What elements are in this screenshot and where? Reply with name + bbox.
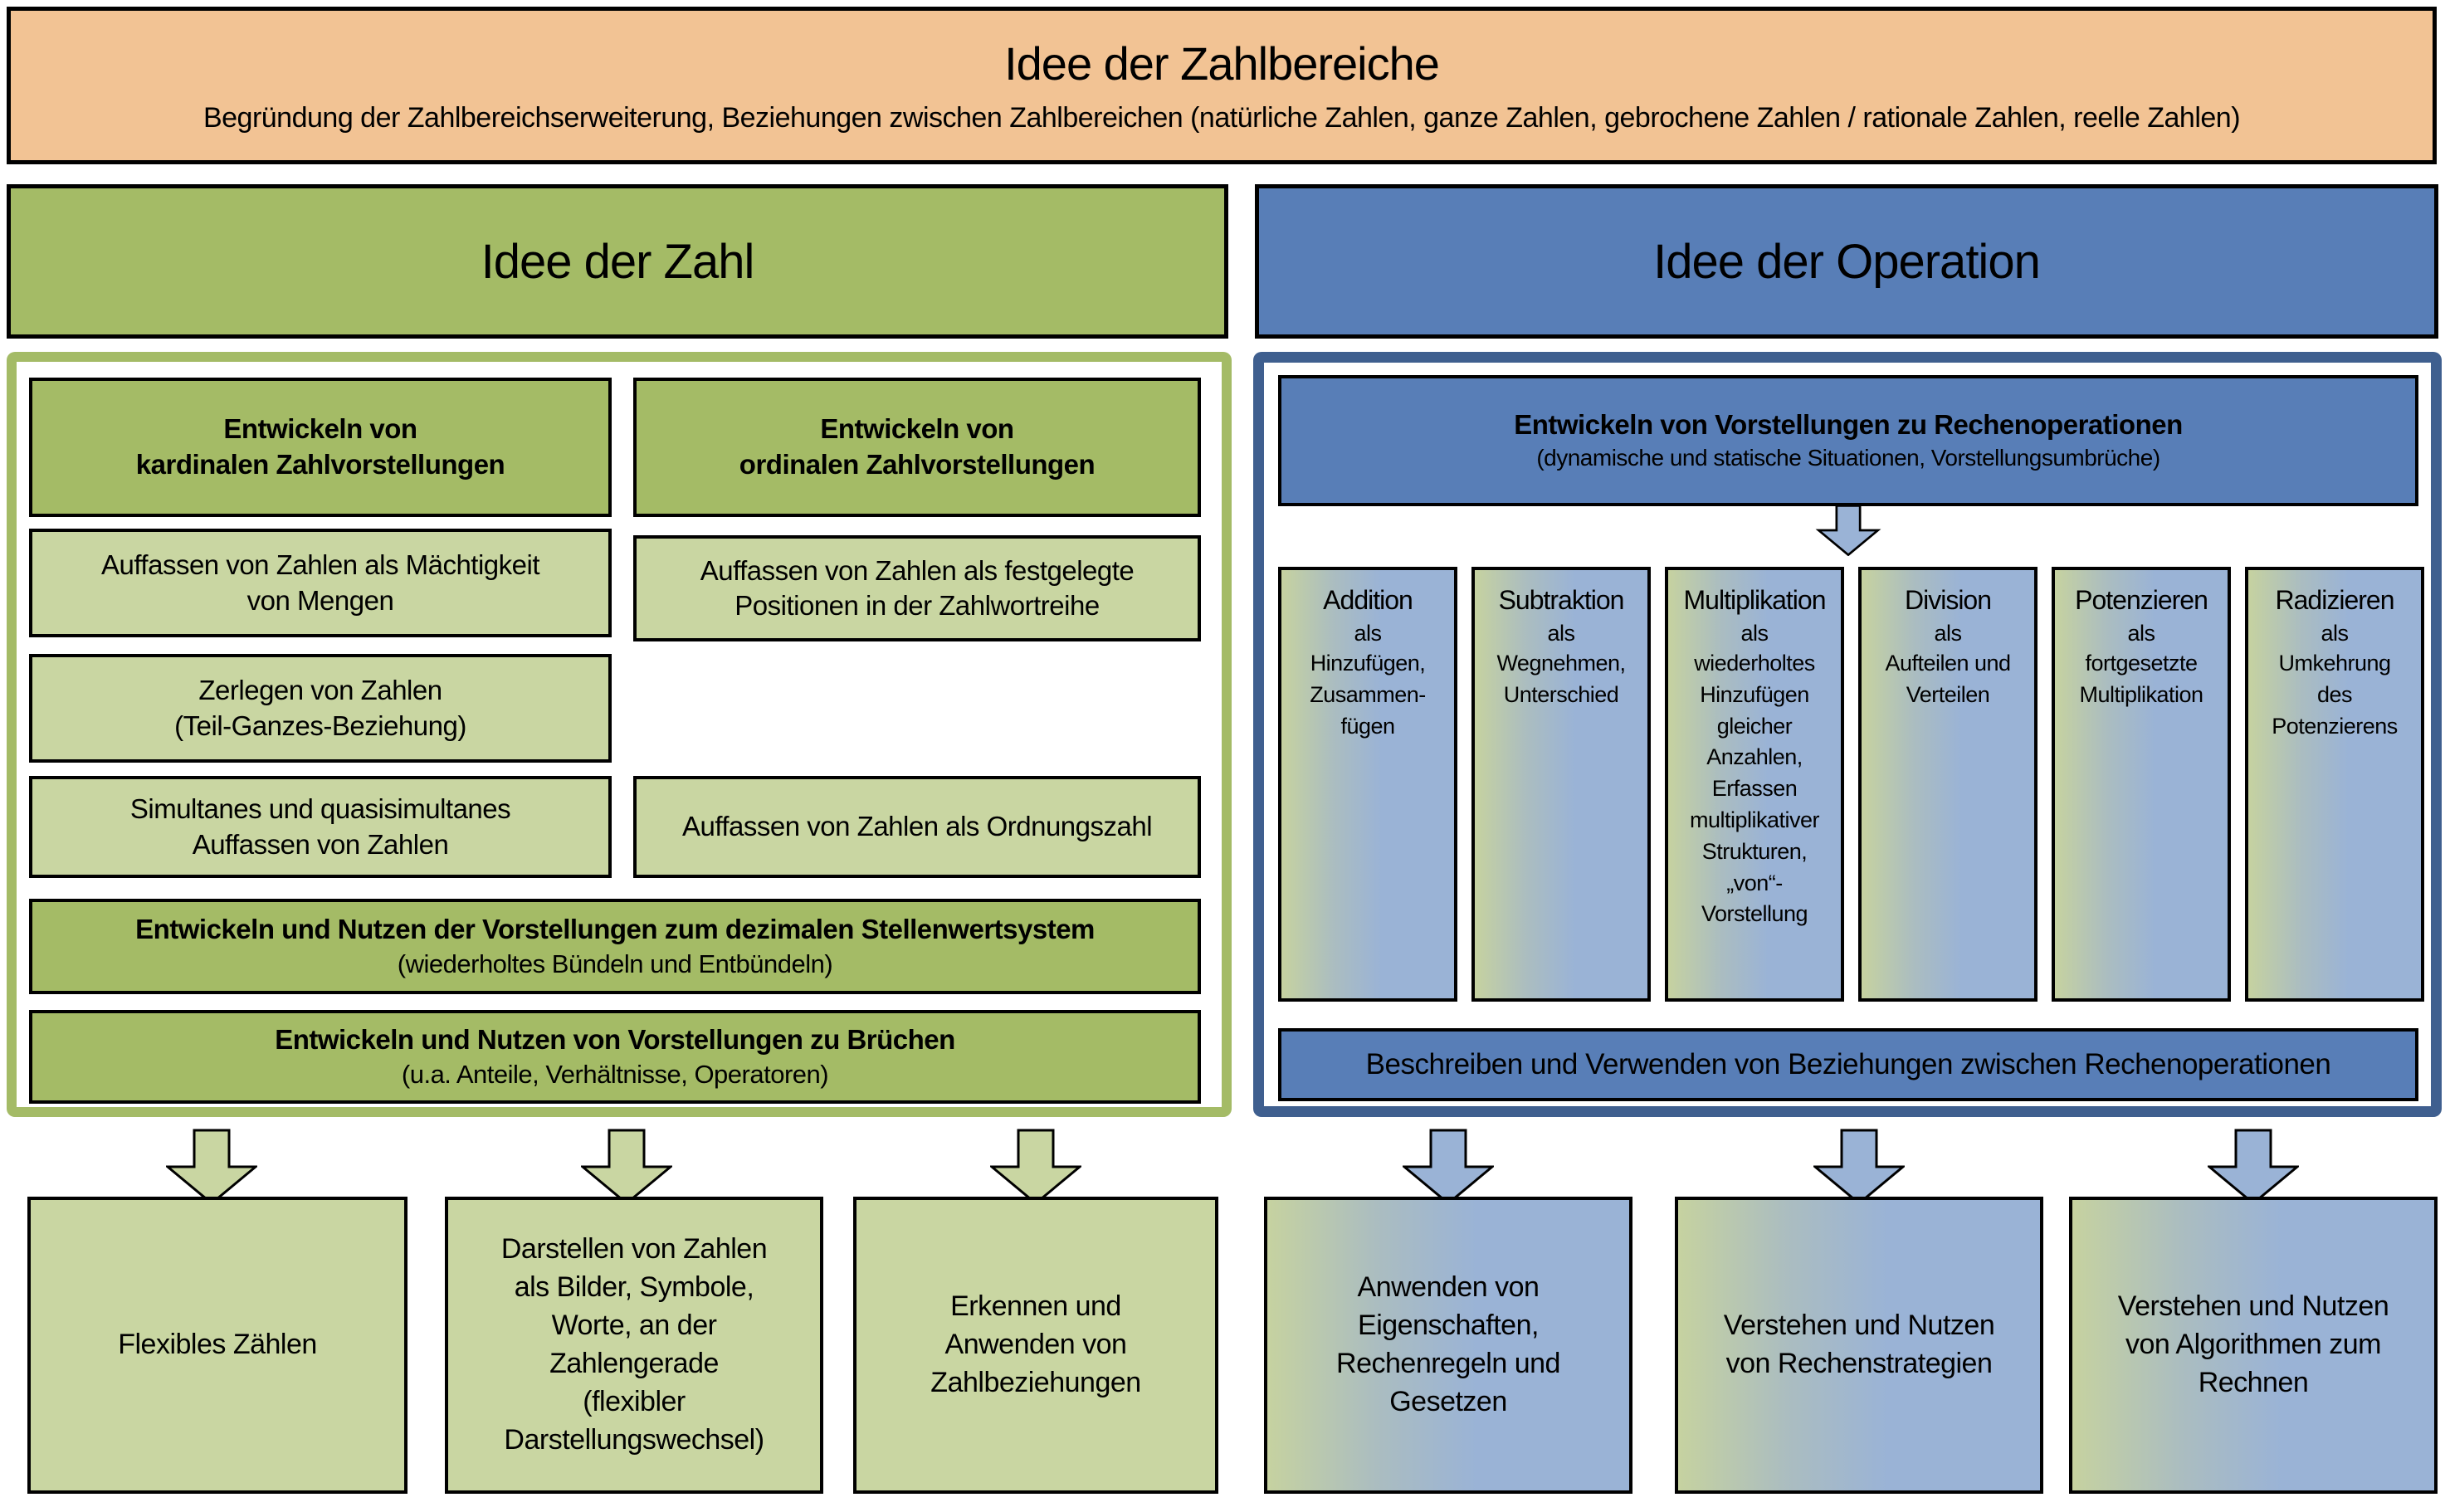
outcome-rechenstrategien: Verstehen und Nutzen von Rechenstrategie…: [1675, 1197, 2043, 1494]
box-stellenwertsystem-sub: (wiederholtes Bündeln und Entbündeln): [397, 949, 833, 978]
box-beziehungen-label: Beschreiben und Verwenden von Beziehunge…: [1365, 1048, 2331, 1080]
box-zerlegen-label: Zerlegen von Zahlen (Teil-Ganzes-Beziehu…: [174, 675, 466, 741]
outcome-flexibles-zaehlen-label: Flexibles Zählen: [118, 1329, 317, 1361]
box-positionen-zahlwortreihe: Auffassen von Zahlen als festgelegte Pos…: [633, 535, 1201, 641]
opcol-potenzieren: Potenzieren als fortgesetzte Multiplikat…: [2052, 567, 2231, 1002]
outcome-rechenstrategien-label: Verstehen und Nutzen von Rechenstrategie…: [1723, 1310, 1995, 1379]
down-arrow-icon: [166, 1129, 257, 1205]
box-stellenwertsystem-title: Entwickeln und Nutzen der Vorstellungen …: [135, 913, 1095, 944]
header-idee-der-zahl: Idee der Zahl: [7, 184, 1228, 339]
header-idee-der-zahl-label: Idee der Zahl: [481, 234, 755, 289]
header-idee-der-operation: Idee der Operation: [1255, 184, 2438, 339]
opcol-multiplikation-als: als: [1740, 620, 1769, 646]
down-arrow-icon: [1403, 1129, 1494, 1205]
box-ordnungszahl-label: Auffassen von Zahlen als Ordnungszahl: [681, 811, 1153, 842]
box-brueche-sub: (u.a. Anteile, Verhältnisse, Operatoren): [401, 1059, 829, 1089]
down-arrow-icon: [990, 1129, 1081, 1205]
opcol-subtraktion-als: als: [1547, 620, 1575, 646]
opcol-subtraktion-desc: Wegnehmen, Unterschied: [1496, 651, 1626, 707]
outcome-zahlbeziehungen-label: Erkennen und Anwenden von Zahlbeziehunge…: [930, 1290, 1141, 1398]
outcome-eigenschaften-rechenregeln: Anwenden von Eigenschaften, Rechenregeln…: [1264, 1197, 1632, 1494]
opcol-addition-title: Addition: [1323, 585, 1413, 615]
box-zerlegen: Zerlegen von Zahlen (Teil-Ganzes-Beziehu…: [29, 654, 612, 763]
box-rechenoperationen-title: Entwickeln von Vorstellungen zu Rechenop…: [1514, 409, 2183, 441]
box-kardinale-zahlvorstellungen: Entwickeln von kardinalen Zahlvorstellun…: [29, 378, 612, 517]
opcol-radizieren-desc: Umkehrung des Potenzierens: [2272, 651, 2398, 739]
box-brueche: Entwickeln und Nutzen von Vorstellungen …: [29, 1010, 1201, 1104]
down-arrow-icon: [1815, 505, 1881, 556]
opcol-multiplikation-title: Multiplikation: [1683, 585, 1827, 615]
banner-subtitle: Begründung der Zahlbereichserweiterung, …: [203, 102, 2241, 134]
outcome-algorithmen: Verstehen und Nutzen von Algorithmen zum…: [2069, 1197, 2438, 1494]
box-positionen-label: Auffassen von Zahlen als festgelegte Pos…: [700, 554, 1135, 621]
box-beziehungen-rechenoperationen: Beschreiben und Verwenden von Beziehunge…: [1278, 1028, 2418, 1101]
opcol-division: Division als Aufteilen und Verteilen: [1858, 567, 2038, 1002]
opcol-radizieren-title: Radizieren: [2275, 585, 2395, 615]
opcol-multiplikation-desc: wiederholtes Hinzufügen gleicher Anzahle…: [1689, 651, 1820, 927]
opcol-division-title: Division: [1904, 585, 1992, 615]
box-maechtigkeit: Auffassen von Zahlen als Mächtigkeit von…: [29, 529, 612, 637]
outcome-algorithmen-label: Verstehen und Nutzen von Algorithmen zum…: [2117, 1290, 2389, 1398]
box-ordnungszahl: Auffassen von Zahlen als Ordnungszahl: [633, 776, 1201, 878]
opcol-subtraktion: Subtraktion als Wegnehmen, Unterschied: [1471, 567, 1651, 1002]
opcol-division-als: als: [1934, 620, 1962, 646]
down-arrow-icon: [1813, 1129, 1905, 1205]
box-simultanes-auffassen: Simultanes und quasisimultanes Auffassen…: [29, 776, 612, 878]
opcol-potenzieren-title: Potenzieren: [2075, 585, 2208, 615]
box-rechenoperationen: Entwickeln von Vorstellungen zu Rechenop…: [1278, 375, 2418, 506]
down-arrow-icon: [581, 1129, 672, 1205]
outcome-darstellen-label: Darstellen von Zahlen als Bilder, Symbol…: [500, 1233, 768, 1456]
banner-title: Idee der Zahlbereiche: [1004, 37, 1440, 90]
opcol-radizieren-als: als: [2321, 620, 2349, 646]
header-idee-der-operation-label: Idee der Operation: [1653, 234, 2041, 289]
outcome-darstellen-von-zahlen: Darstellen von Zahlen als Bilder, Symbol…: [445, 1197, 823, 1494]
outcome-flexibles-zaehlen: Flexibles Zählen: [27, 1197, 408, 1494]
outcome-zahlbeziehungen: Erkennen und Anwenden von Zahlbeziehunge…: [853, 1197, 1218, 1494]
box-brueche-title: Entwickeln und Nutzen von Vorstellungen …: [275, 1023, 955, 1055]
box-kardinale-label: Entwickeln von kardinalen Zahlvorstellun…: [135, 413, 505, 480]
opcol-division-desc: Aufteilen und Verteilen: [1885, 651, 2011, 707]
box-ordinale-label: Entwickeln von ordinalen Zahlvorstellung…: [739, 413, 1096, 480]
opcol-potenzieren-desc: fortgesetzte Multiplikation: [2079, 651, 2203, 707]
opcol-addition-desc: Hinzufügen, Zusammen- fügen: [1310, 651, 1426, 739]
box-stellenwertsystem: Entwickeln und Nutzen der Vorstellungen …: [29, 899, 1201, 994]
box-ordinale-zahlvorstellungen: Entwickeln von ordinalen Zahlvorstellung…: [633, 378, 1201, 517]
opcol-potenzieren-als: als: [2127, 620, 2155, 646]
box-rechenoperationen-sub: (dynamische und statische Situationen, V…: [1536, 445, 2160, 471]
opcol-subtraktion-title: Subtraktion: [1498, 585, 1625, 615]
banner-zahlbereiche: Idee der Zahlbereiche Begründung der Zah…: [7, 7, 2437, 164]
outcome-eigenschaften-label: Anwenden von Eigenschaften, Rechenregeln…: [1336, 1271, 1560, 1417]
opcol-addition: Addition als Hinzufügen, Zusammen- fügen: [1278, 567, 1457, 1002]
box-maechtigkeit-label: Auffassen von Zahlen als Mächtigkeit von…: [100, 549, 540, 616]
down-arrow-icon: [2208, 1129, 2299, 1205]
box-simultanes-label: Simultanes und quasisimultanes Auffassen…: [129, 793, 511, 860]
opcol-addition-als: als: [1354, 620, 1382, 646]
opcol-radizieren: Radizieren als Umkehrung des Potenzieren…: [2245, 567, 2424, 1002]
opcol-multiplikation: Multiplikation als wiederholtes Hinzufüg…: [1665, 567, 1844, 1002]
